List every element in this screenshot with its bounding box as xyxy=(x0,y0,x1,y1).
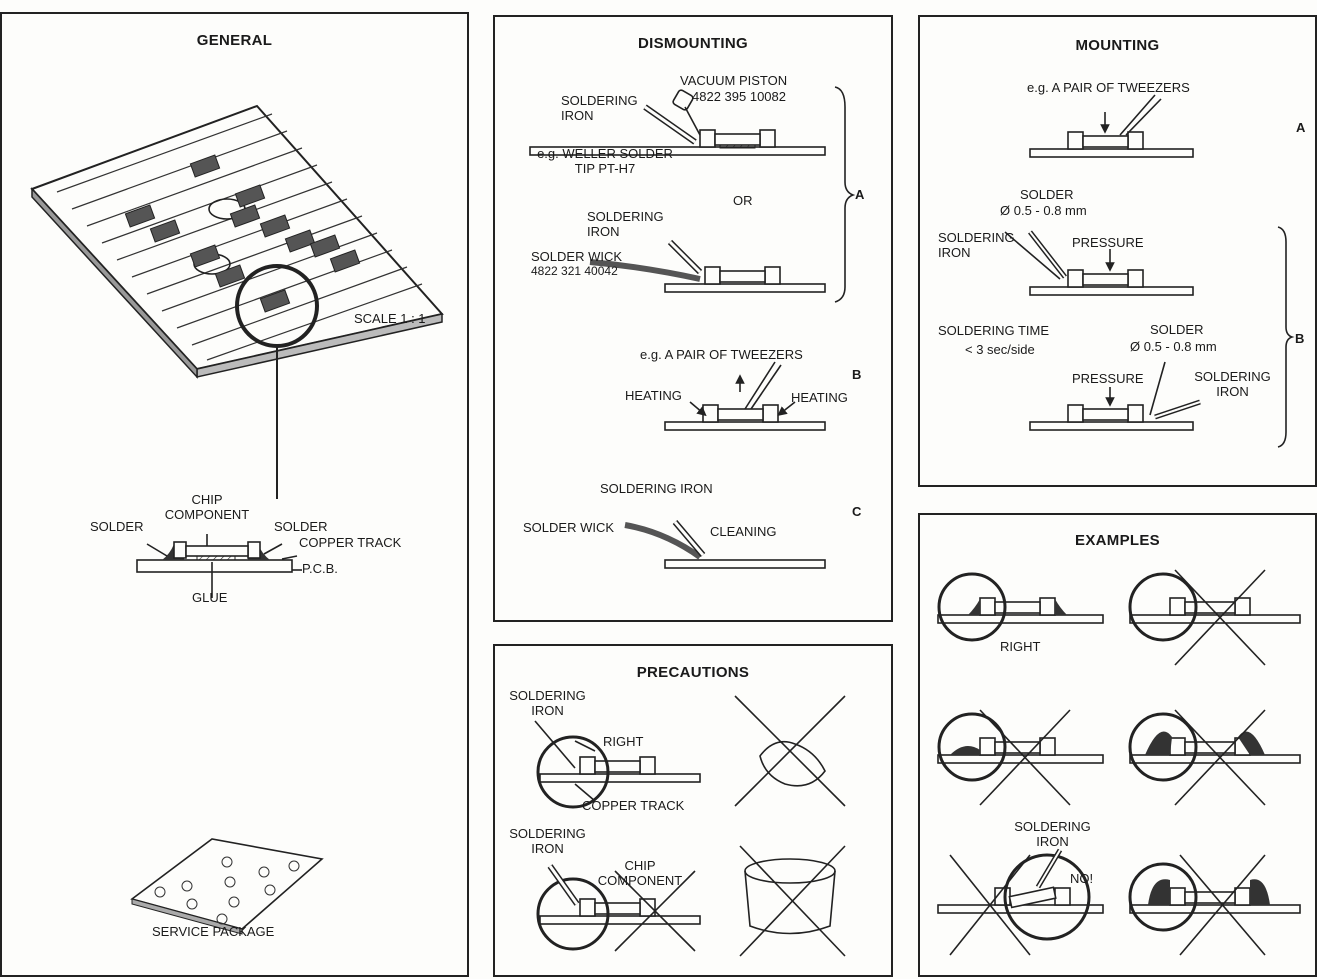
tag-b: B xyxy=(1295,331,1305,346)
example-wrong-4 xyxy=(937,848,1104,956)
glue-label: GLUE xyxy=(192,590,228,605)
vacuum-part-label: 4822 395 10082 xyxy=(692,89,786,104)
examples-art xyxy=(937,569,1301,956)
solder-left-label: SOLDER xyxy=(90,519,144,534)
soldering-iron-3-label: SOLDERING IRON xyxy=(600,481,713,496)
soldering-iron-label: SOLDERING IRON xyxy=(1014,819,1091,849)
scale-label: SCALE 1 : 1 xyxy=(354,311,426,326)
solder-right-label: SOLDER xyxy=(274,519,328,534)
precautions-panel: PRECAUTIONS SOLDERING IRON RIGHT COPPER … xyxy=(493,644,893,977)
or-label: OR xyxy=(733,193,753,208)
example-wrong-2 xyxy=(937,709,1104,806)
solder-1-label: SOLDER xyxy=(1020,187,1074,202)
solder-wick-label: SOLDER WICK xyxy=(531,249,623,264)
solder-2-dia-label: Ø 0.5 - 0.8 mm xyxy=(1130,339,1217,354)
dismounting-panel: DISMOUNTING VACUU xyxy=(493,15,893,622)
soldering-iron-1-label: SOLDERING IRON xyxy=(561,93,638,123)
chip-component-label: CHIP COMPONENT xyxy=(597,858,683,888)
right-label: RIGHT xyxy=(1000,639,1041,654)
vacuum-piston-label: VACUUM PISTON xyxy=(680,73,788,88)
soldering-iron-1-label: SOLDERING IRON xyxy=(509,688,586,718)
copper-track-label: COPPER TRACK xyxy=(299,535,402,550)
dismounting-art xyxy=(529,86,856,569)
tag-a: A xyxy=(855,187,865,202)
example-wrong-1 xyxy=(1128,569,1301,666)
tweezers-label: e.g. A PAIR OF TWEEZERS xyxy=(640,347,803,362)
soldering-time-label: SOLDERING TIME xyxy=(938,323,1050,338)
time-value-label: < 3 sec/side xyxy=(965,342,1035,357)
soldering-iron-2-label: SOLDERING IRON xyxy=(1194,369,1271,399)
dismounting-title: DISMOUNTING xyxy=(638,35,748,52)
right-label: RIGHT xyxy=(603,734,644,749)
general-title: GENERAL xyxy=(196,32,273,49)
no-label: NO! xyxy=(1070,871,1094,886)
tweezers-label: e.g. A PAIR OF TWEEZERS xyxy=(1027,80,1190,95)
heating-left-label: HEATING xyxy=(625,388,682,403)
example-right xyxy=(937,572,1104,642)
copper-track-label: COPPER TRACK xyxy=(582,798,685,813)
pressure-1-label: PRESSURE xyxy=(1072,235,1144,250)
pressure-2-label: PRESSURE xyxy=(1072,371,1144,386)
precautions-title: PRECAUTIONS xyxy=(636,664,750,681)
mounting-panel: MOUNTING e.g. A PAIR OF TWEEZERS A SOLDE… xyxy=(918,15,1317,487)
examples-title: EXAMPLES xyxy=(1075,532,1160,549)
tag-c: C xyxy=(852,504,862,519)
example-wrong-3 xyxy=(1128,709,1301,806)
tag-a: A xyxy=(1296,120,1306,135)
cleaning-label: CLEANING xyxy=(710,524,777,539)
soldering-iron-2-label: SOLDERING IRON xyxy=(509,826,586,856)
chip-component-label: CHIP COMPONENT xyxy=(164,492,250,522)
solder-2-label: SOLDER xyxy=(1150,322,1204,337)
general-panel: GENERAL xyxy=(0,12,469,977)
soldering-iron-1-label: SOLDERING IRON xyxy=(938,230,1015,260)
pcb-illustration xyxy=(30,104,444,935)
precautions-art xyxy=(534,695,846,957)
soldering-iron-2-label: SOLDERING IRON xyxy=(587,209,664,239)
pcb-label: P.C.B. xyxy=(302,561,338,576)
tag-b: B xyxy=(852,367,862,382)
wick-part-label: 4822 321 40042 xyxy=(531,264,618,278)
mounting-art xyxy=(1004,94,1295,448)
mounting-title: MOUNTING xyxy=(1075,37,1160,54)
service-package-label: SERVICE PACKAGE xyxy=(152,924,275,939)
weller-label: e.g. WELLER SOLDER TIP PT-H7 xyxy=(537,146,673,176)
examples-panel: EXAMPLES xyxy=(918,513,1317,977)
example-wrong-5 xyxy=(1128,854,1301,956)
solder-1-dia-label: Ø 0.5 - 0.8 mm xyxy=(1000,203,1087,218)
heating-right-label: HEATING xyxy=(791,390,848,405)
solder-wick-2-label: SOLDER WICK xyxy=(523,520,615,535)
